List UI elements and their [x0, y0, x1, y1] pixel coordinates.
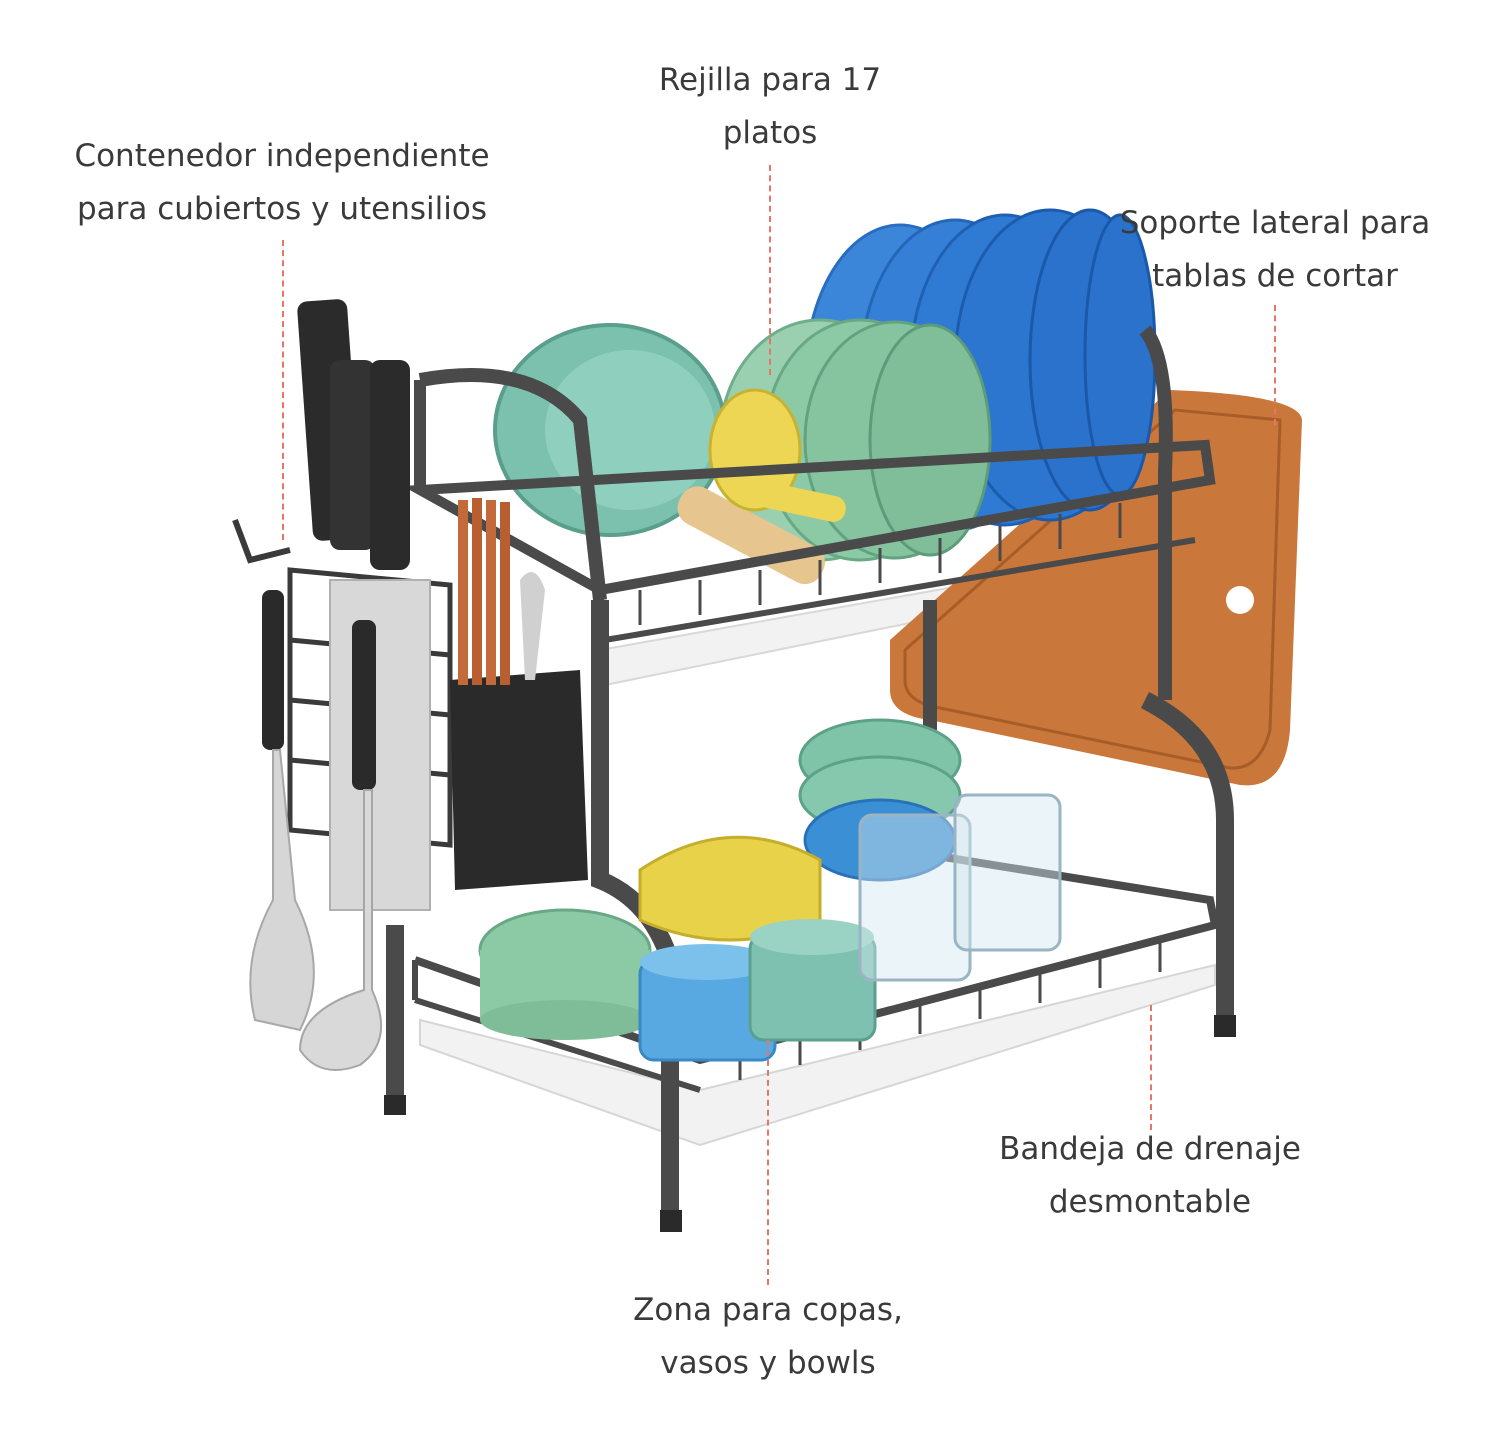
green-bowl-stack [798, 718, 962, 882]
yellow-pan [708, 388, 846, 522]
utensil-holder-leader [282, 240, 284, 540]
utensil-holder-label: Contenedor independiente para cubiertos … [74, 138, 490, 227]
yellow-bowl-stack [638, 835, 822, 942]
knives [297, 299, 431, 911]
blue-cup [638, 944, 777, 1062]
upper-rack [402, 325, 1216, 730]
glass-cups [858, 793, 1062, 982]
hanging-utensils [249, 590, 383, 1071]
glass-zone-leader [767, 1040, 769, 1285]
drain-tray-leader [1150, 1005, 1152, 1130]
teal-cup [748, 919, 877, 1042]
side-support-label: Soporte lateral para tablas de cortar [1119, 205, 1431, 294]
plate-rack-label: Rejilla para 17 platos [658, 62, 882, 151]
side-support-leader [1274, 305, 1276, 425]
drain-tray-label: Bandeja de drenaje desmontable [999, 1131, 1301, 1220]
cutting-board [890, 390, 1302, 786]
green-plate-stack [478, 908, 652, 1040]
rack-feet [384, 1015, 1236, 1232]
plate-rack-leader [769, 165, 771, 375]
glass-zone-label: Zona para copas, vasos y bowls [633, 1292, 903, 1381]
cutlery-cup [450, 498, 588, 890]
